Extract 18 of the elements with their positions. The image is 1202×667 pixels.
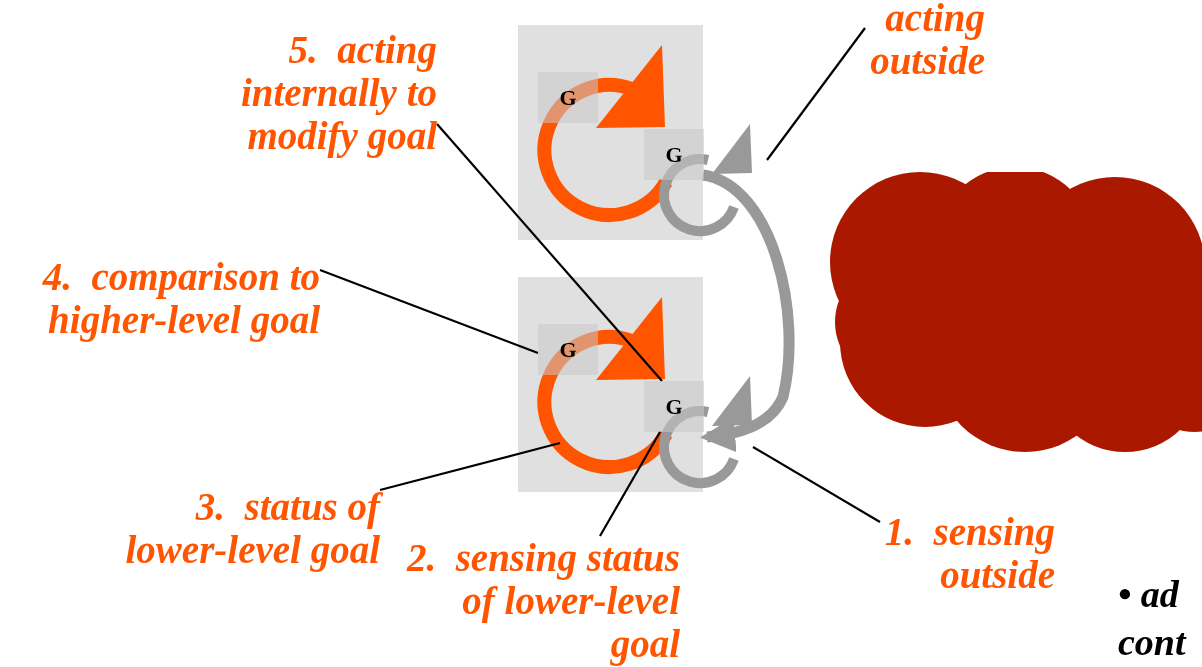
- goal-box: G: [538, 324, 598, 375]
- leader-line: [319, 268, 539, 355]
- goal-box: G: [538, 72, 598, 123]
- leader-line: [766, 27, 866, 161]
- leader-line: [599, 431, 661, 537]
- goal-box: G: [644, 381, 704, 432]
- callout-text: 1. sensing outside: [880, 510, 1055, 596]
- callout-text: acting outside: [865, 0, 985, 82]
- leader-line: [379, 441, 561, 492]
- callout-text: 4. comparison to higher-level goal: [5, 255, 320, 341]
- cut-off-text: cont: [1118, 620, 1186, 664]
- callout-text: 2. sensing status of lower-level goal: [390, 536, 680, 665]
- arrow: [700, 169, 795, 452]
- leader-line: [752, 446, 881, 523]
- leader-line: [436, 123, 663, 382]
- callout-text: 5. acting internally to modify goal: [187, 28, 437, 157]
- goal-box: G: [644, 129, 704, 180]
- cut-off-text: • ad: [1118, 572, 1179, 616]
